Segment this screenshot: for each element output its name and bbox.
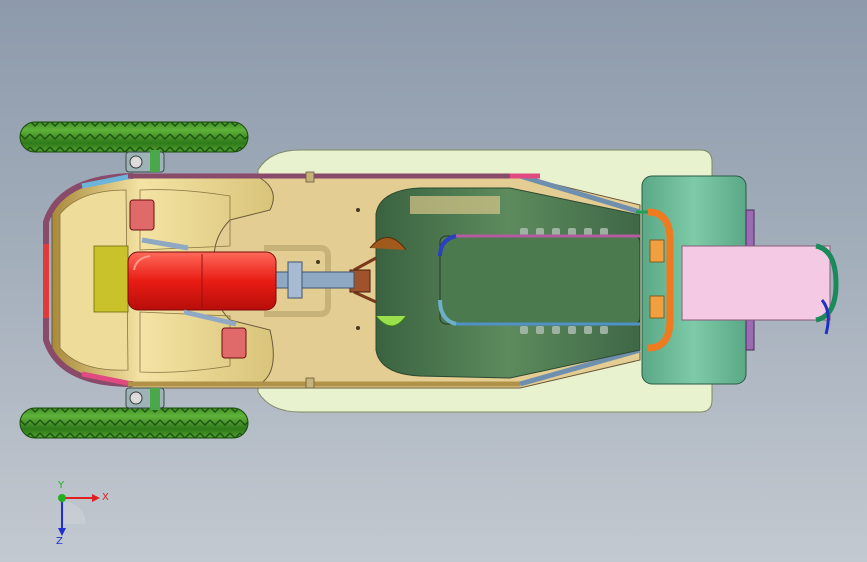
seat bbox=[375, 187, 641, 379]
drive-shaft bbox=[264, 245, 355, 317]
front-wheel-mounts bbox=[125, 150, 165, 410]
seat-cushion bbox=[439, 235, 641, 325]
coordinate-triad: X Y Z bbox=[56, 480, 109, 547]
steering-assembly bbox=[349, 237, 407, 327]
x-axis-label: X bbox=[102, 492, 109, 503]
dashboard-panel bbox=[93, 245, 129, 313]
right-pedal bbox=[221, 327, 247, 359]
y-axis-label: Y bbox=[57, 480, 65, 491]
pedals bbox=[129, 199, 247, 359]
front-bumper bbox=[43, 173, 135, 387]
left-pedal bbox=[129, 199, 155, 231]
fuel-tank bbox=[127, 251, 277, 311]
frame-rails bbox=[128, 171, 641, 389]
front-left-tire bbox=[19, 121, 249, 153]
front-right-tire bbox=[19, 407, 249, 439]
exhaust-muffler bbox=[681, 245, 831, 321]
z-axis-label: Z bbox=[56, 536, 63, 547]
rear-bracket bbox=[636, 208, 674, 352]
y-axis-point bbox=[58, 494, 66, 502]
